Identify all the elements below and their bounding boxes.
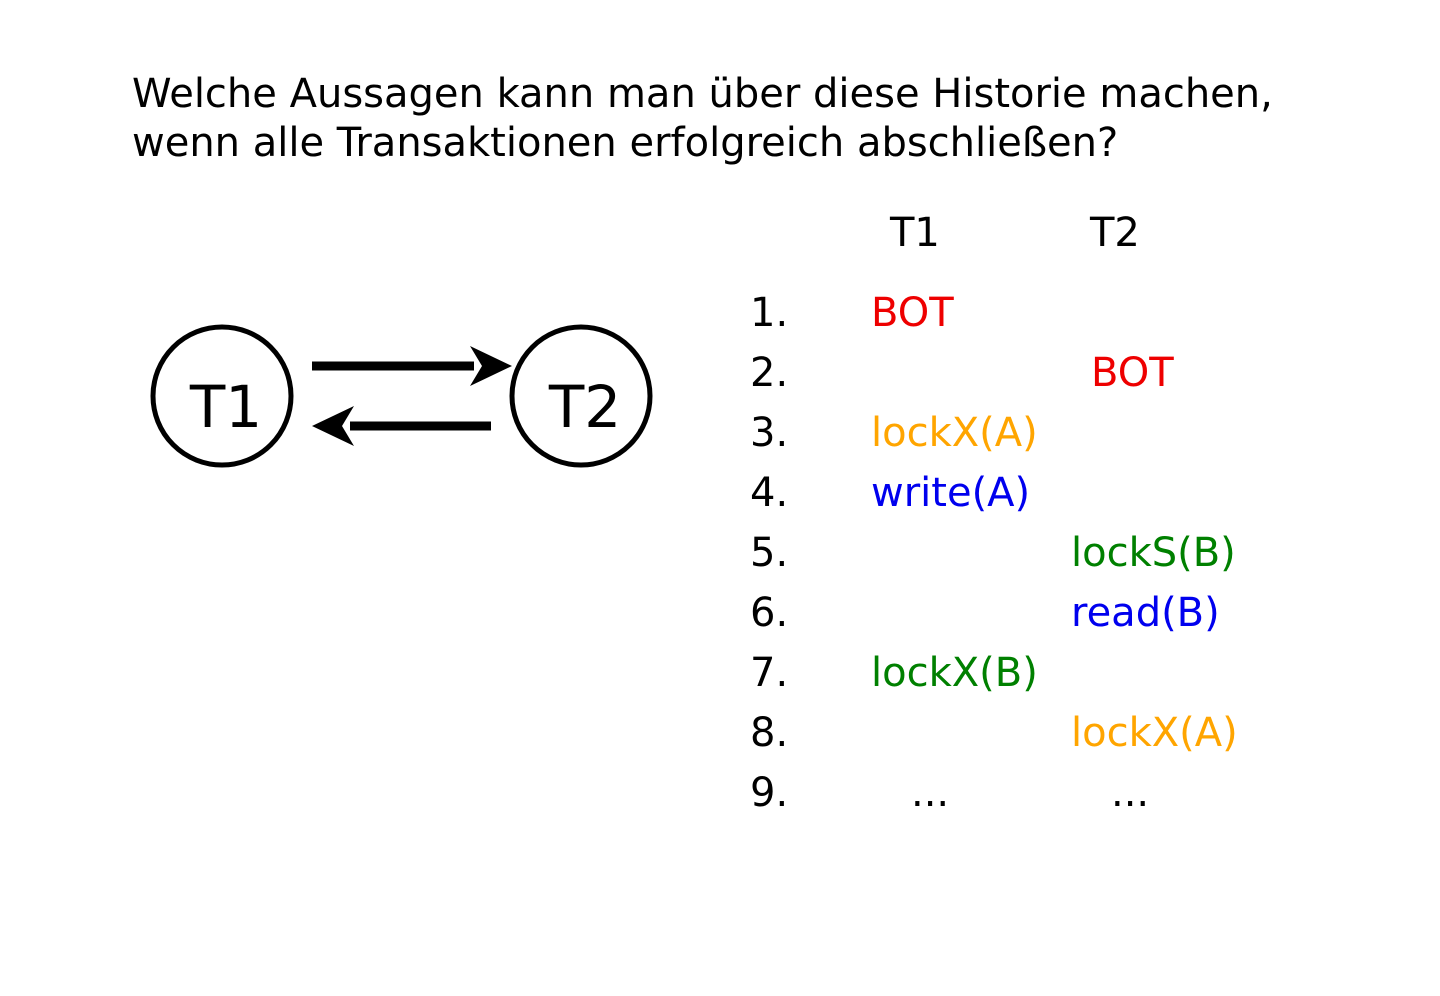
graph-node-t2 — [509, 324, 653, 468]
operation-t2: BOT — [1091, 350, 1174, 396]
question-line-1: Welche Aussagen kann man über diese Hist… — [132, 71, 1273, 117]
schedule-step-number: 1. — [750, 290, 789, 336]
graph-node-t1 — [150, 324, 294, 468]
operation-t2: ... — [1111, 770, 1150, 816]
schedule-step-number: 4. — [750, 470, 789, 516]
graph-node-t2-label: T2 — [548, 373, 621, 441]
column-header-t2: T2 — [1090, 210, 1140, 256]
schedule-step-number: 9. — [750, 770, 789, 816]
question-line-2: wenn alle Transaktionen erfolgreich absc… — [132, 120, 1119, 166]
operation-t1: BOT — [871, 290, 954, 336]
graph-node-t1-label: T1 — [189, 373, 262, 441]
operation-t2: read(B) — [1071, 590, 1220, 636]
operation-t2: lockS(B) — [1071, 530, 1236, 576]
question-text: Welche Aussagen kann man über diese Hist… — [132, 70, 1273, 168]
schedule-step-number: 6. — [750, 590, 789, 636]
column-header-t1: T1 — [890, 210, 940, 256]
operation-t1: write(A) — [871, 470, 1031, 516]
schedule-step-number: 3. — [750, 410, 789, 456]
schedule-step-number: 5. — [750, 530, 789, 576]
schedule-step-number: 8. — [750, 710, 789, 756]
schedule-step-number: 2. — [750, 350, 789, 396]
edge-t1-to-t2 — [312, 346, 512, 386]
edge-t2-to-t1 — [312, 406, 491, 446]
schedule-step-number: 7. — [750, 650, 789, 696]
operation-t1: lockX(B) — [871, 650, 1038, 696]
operation-t1: lockX(A) — [871, 410, 1038, 456]
operation-t1: ... — [911, 770, 950, 816]
operation-t2: lockX(A) — [1071, 710, 1238, 756]
